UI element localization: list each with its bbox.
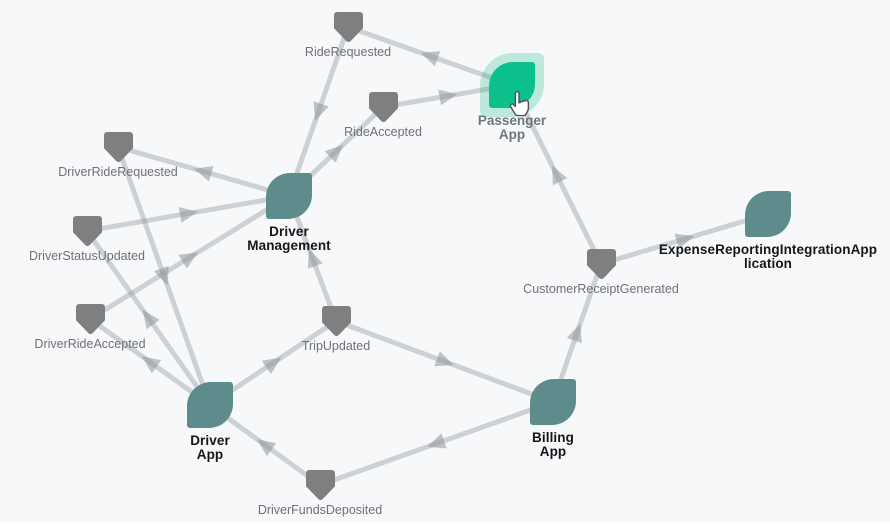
edge-billing-app-to-driver-funds-deposited [319, 399, 554, 488]
edge-driver-app-to-driver-status-updated [84, 229, 213, 407]
edge-driver-ride-requested-to-driver-app [115, 146, 213, 406]
edge-arrowhead-icon [142, 309, 160, 330]
app-leaf-icon [187, 382, 233, 428]
edge-arrowhead-icon [674, 233, 695, 249]
app-leaf-icon [266, 173, 312, 219]
edge-arrowhead-icon [178, 207, 198, 223]
edge-arrowhead-icon [193, 166, 214, 182]
edge-driver-funds-deposited-to-driver-app [208, 402, 322, 488]
edge-arrowhead-icon [420, 51, 441, 67]
edge-customer-receipt-generated-to-expense-reporting-integration-application [600, 211, 769, 267]
edge-arrowhead-icon [427, 433, 447, 449]
app-leaf-icon [745, 191, 791, 237]
edge-arrowhead-icon [552, 165, 568, 186]
app-leaf-icon [530, 379, 576, 425]
edge-arrowhead-icon [256, 439, 277, 457]
edge-driver-status-updated-to-driver-management [86, 193, 290, 234]
event-shield-icon [72, 216, 102, 247]
edge-driver-ride-accepted-to-driver-management [88, 193, 291, 322]
edge-arrowhead-icon [434, 351, 454, 367]
event-shield-icon [305, 470, 335, 501]
edge-passenger-app-to-ride-requested [347, 24, 513, 88]
edge-ride-requested-to-driver-management [286, 26, 351, 197]
edge-arrowhead-icon [324, 144, 344, 163]
cursor-pointer-icon [509, 90, 530, 117]
edge-arrowhead-icon [261, 357, 282, 375]
edge-trip-updated-to-billing-app [335, 318, 554, 405]
edge-arrowhead-icon [313, 101, 329, 121]
edge-customer-receipt-generated-to-passenger-app [509, 83, 604, 266]
edge-driver-management-to-driver-ride-requested [117, 144, 290, 199]
edge-arrowhead-icon [566, 323, 582, 344]
event-shield-icon [368, 92, 398, 123]
event-shield-icon [333, 12, 363, 43]
edge-arrowhead-icon [178, 252, 198, 269]
edge-arrowhead-icon [141, 356, 162, 374]
edge-driver-app-to-driver-ride-accepted [88, 316, 212, 408]
event-shield-icon [103, 132, 133, 163]
edge-arrowhead-icon [153, 265, 169, 286]
edge-arrowhead-icon [438, 89, 458, 106]
event-shield-icon [321, 306, 351, 337]
event-shield-icon [75, 304, 105, 335]
event-shield-icon [586, 249, 616, 280]
bottom-strip [0, 522, 890, 530]
edge-arrowhead-icon [307, 249, 323, 269]
